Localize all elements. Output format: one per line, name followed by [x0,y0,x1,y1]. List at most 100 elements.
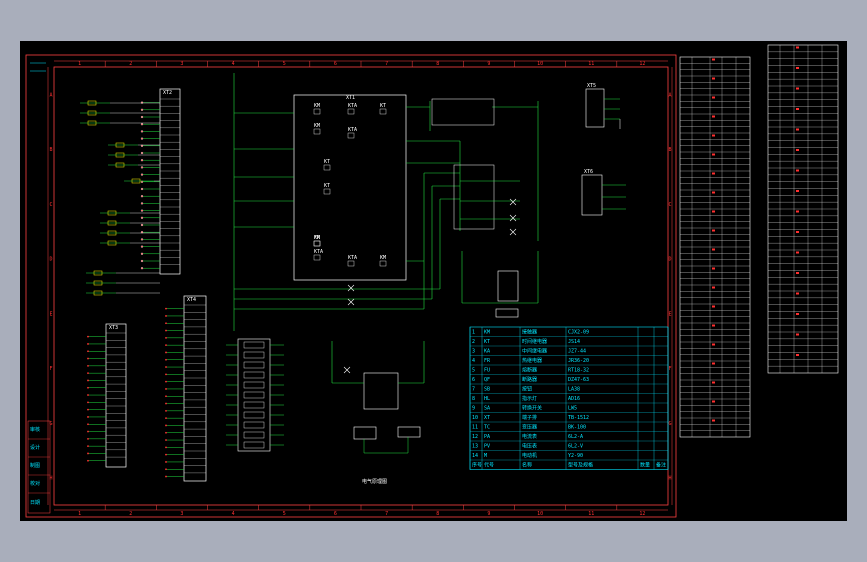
bom-cell: FU [484,368,490,374]
contact-label: KT [380,103,386,109]
title-table-mark [712,343,715,346]
switch-symbol [107,210,117,216]
title-table-mark [712,400,715,403]
switch-symbol [107,230,117,236]
terminal-dot [165,417,167,420]
bom-cell: 指示灯 [522,395,537,402]
bom-cell: 7 [472,387,475,393]
title-table-mark [712,267,715,270]
row-letter-right: B [668,147,671,153]
terminal-dot [165,475,167,478]
terminal-dot [140,223,144,227]
column-number-top: 4 [232,61,235,67]
bom-cell: 电动机 [522,452,537,459]
switch-symbol [107,220,117,226]
terminal-dot [140,259,144,263]
terminal-dot [165,358,167,361]
column-number-top: 10 [537,61,543,67]
title-table-mark [796,67,799,69]
row-letter-right: C [668,202,671,208]
terminal-dot [140,123,144,126]
terminal-dot [140,238,144,241]
row-letter-right: A [668,92,671,98]
title-table-mark [712,419,715,422]
terminal-dot [87,372,89,375]
stamp-item-3: 校对 [30,480,40,487]
terminal-dot [140,252,144,255]
terminal-dot [165,307,167,310]
bom-cell: CJX2-09 [568,330,589,336]
terminal-dot [87,452,89,455]
switch-symbol [93,280,103,286]
terminal-dot [165,388,167,390]
bom-cell: 9 [472,406,475,412]
contact-symbol [313,254,321,261]
terminal-dot [87,408,89,411]
contact-symbol [323,164,331,171]
title-table-mark [712,324,715,327]
relay-row [243,431,265,439]
bom-cell: 1 [472,330,475,336]
terminal-dot [140,267,144,270]
contact-label: KT [324,159,330,165]
bom-cell: PV [484,444,490,450]
tb-xt6-title: XT6 [584,169,593,175]
bom-cell: 电流表 [522,433,537,440]
column-number-top: 6 [334,61,337,67]
column-number-top: 7 [385,61,388,67]
title-table-mark [796,292,799,295]
bom-cell: DZ47-63 [568,377,589,383]
row-letter-right: E [668,311,671,317]
bom-cell: 转换开关 [522,405,542,412]
column-number-top: 9 [487,61,490,67]
title-table-mark [796,128,799,131]
terminal-dot [87,437,89,440]
title-table-mark [796,333,799,336]
row-letter-left: E [49,311,52,317]
title-table-mark [712,191,715,194]
title-table-mark [712,115,715,118]
contact-symbol [347,260,355,267]
relay-row [243,421,265,429]
main-circuit-wiring [233,73,539,331]
title-table-mark [796,231,799,233]
terminal-dot [140,137,144,140]
column-number-top: 5 [283,61,286,67]
bom-cell: AD16 [568,396,580,402]
title-table-mark [796,149,799,151]
bom-cell: 6L2-V [568,444,583,450]
terminal-dot [140,151,144,155]
bom-cell: Y2-90 [568,453,583,459]
switch-symbol [87,110,97,116]
title-table-mark [712,305,715,308]
terminal-dot [87,343,89,345]
bom-cell: M [484,453,487,459]
contact-symbol [313,240,321,247]
terminal-dot [140,173,144,176]
bom-cell: 热继电器 [522,357,542,364]
bom-cell: JR36-20 [568,358,589,364]
bom-cell: 时间继电器 [522,338,547,345]
terminal-dot [87,335,89,338]
terminal-dot [140,187,144,191]
terminal-dot [165,446,167,449]
bom-cell: PA [484,434,490,440]
terminal-block-xt4: XT4 [165,295,207,482]
contact-label: KTA [314,249,323,255]
switch-symbol [115,152,125,158]
terminal-dot [140,209,144,212]
terminal-dot [165,322,167,325]
contact-symbol [347,132,355,139]
bom-cell: 电压表 [522,443,537,450]
bom-cell: 11 [472,425,478,431]
title-table-mark [712,58,715,61]
title-table-mark [796,190,799,192]
row-letter-left: C [49,202,52,208]
title-table-mark [796,313,799,315]
terminal-dot [87,364,89,367]
column-number-top: 11 [588,61,594,67]
